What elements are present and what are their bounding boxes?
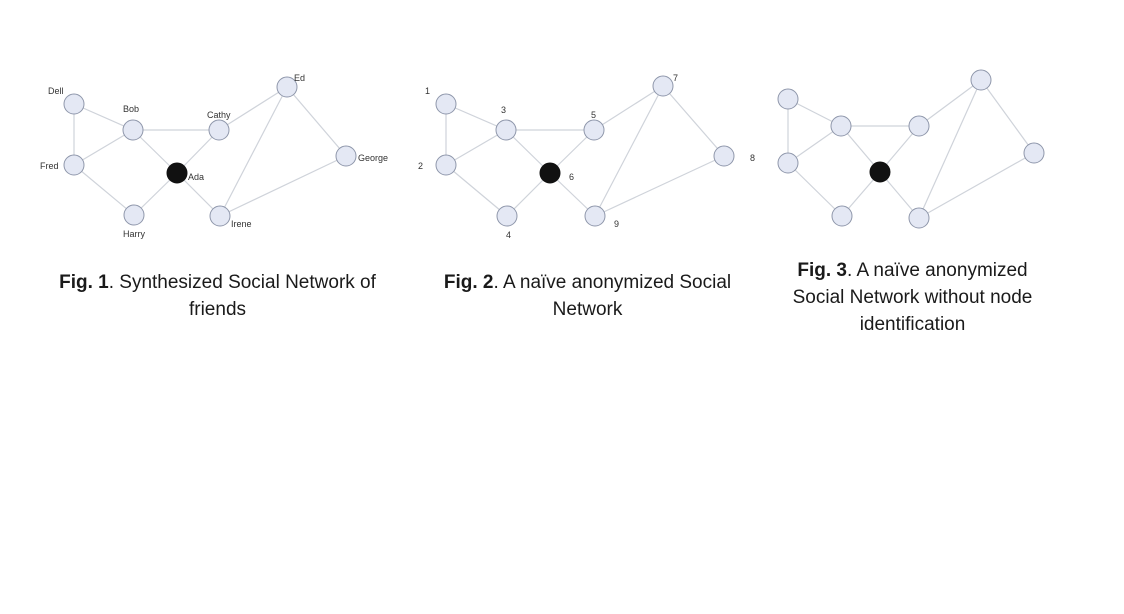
caption-fig3: Fig. 3. A naïve anonymized Social Networ…: [775, 257, 1050, 338]
node-n8: [713, 145, 735, 167]
edge-n5-n7: [593, 85, 664, 131]
node-label-ada: Ada: [188, 172, 204, 182]
node-bob: [122, 119, 144, 141]
edge-n2-n3: [445, 129, 507, 166]
edge-g-i: [918, 152, 1035, 219]
node-ed: [276, 76, 298, 98]
node-cathy: [208, 119, 230, 141]
edge-c-d: [787, 162, 843, 217]
edge-n2-n4: [445, 164, 508, 217]
node-label-n3: 3: [501, 105, 506, 115]
edge-h-g: [918, 79, 982, 219]
caption-label-fig3: Fig. 3: [797, 260, 847, 281]
edge-irene-george: [219, 155, 347, 217]
node-label-fred: Fred: [40, 161, 59, 171]
edge-fred-bob: [73, 129, 134, 166]
node-n3: [495, 119, 517, 141]
edge-n9-n8: [594, 155, 725, 217]
node-n6: [539, 162, 561, 184]
node-label-n8: 8: [750, 153, 755, 163]
node-irene: [209, 205, 231, 227]
graph-fig3: [0, 0, 1124, 255]
edge-cathy-ed: [218, 86, 288, 131]
node-label-n2: 2: [418, 161, 423, 171]
node-b: [830, 115, 852, 137]
node-f: [908, 115, 930, 137]
graph-fig2: 1 3 2 4 6 5 9 7 8: [0, 0, 800, 255]
node-label-harry: Harry: [123, 229, 145, 239]
node-ada: [166, 162, 188, 184]
node-c: [777, 152, 799, 174]
caption-fig2: Fig. 2. A naïve anonymized Social Networ…: [425, 269, 750, 323]
node-label-irene: Irene: [231, 219, 252, 229]
node-g: [908, 207, 930, 229]
graph-svg-fig3: [777, 69, 1045, 229]
edge-n7-n8: [662, 85, 725, 157]
node-n4: [496, 205, 518, 227]
node-fred: [63, 154, 85, 176]
caption-text-fig1: . Synthesized Social Network of friends: [108, 272, 376, 320]
node-george: [335, 145, 357, 167]
node-n9: [584, 205, 606, 227]
caption-text-fig3: . A naïve anonymized Social Network with…: [792, 260, 1033, 335]
edge-h-i: [980, 79, 1035, 154]
node-label-n6: 6: [569, 172, 574, 182]
caption-fig1: Fig. 1. Synthesized Social Network of fr…: [40, 269, 395, 323]
node-label-n9: 9: [614, 219, 619, 229]
caption-label-fig2: Fig. 2: [443, 272, 494, 293]
edge-n7-n9: [594, 85, 664, 217]
node-label-george: George: [358, 153, 388, 163]
node-a: [777, 88, 799, 110]
node-n2: [435, 154, 457, 176]
node-n7: [652, 75, 674, 97]
node-n5: [583, 119, 605, 141]
node-n1: [435, 93, 457, 115]
node-label-cathy: Cathy: [207, 110, 231, 120]
node-label-ed: Ed: [294, 73, 305, 83]
node-label-bob: Bob: [123, 104, 139, 114]
node-dell: [63, 93, 85, 115]
edge-f-h: [918, 79, 982, 127]
edge-ed-irene: [219, 86, 288, 217]
node-label-n1: 1: [425, 86, 430, 96]
node-e: [869, 161, 891, 183]
caption-text-fig2: . A naïve anonymized Social Network: [493, 272, 732, 320]
node-label-n4: 4: [506, 230, 511, 240]
edge-n1-n3: [445, 103, 507, 131]
graph-svg-fig2: 1 3 2 4 6 5 9 7 8: [418, 73, 755, 240]
node-label-dell: Dell: [48, 86, 64, 96]
node-label-n5: 5: [591, 110, 596, 120]
node-h: [970, 69, 992, 91]
node-i: [1023, 142, 1045, 164]
edge-fred-harry: [73, 164, 135, 216]
node-label-n7: 7: [673, 73, 678, 83]
edge-dell-bob: [73, 103, 134, 131]
node-d: [831, 205, 853, 227]
caption-label-fig1: Fig. 1: [59, 272, 109, 293]
edge-c-b: [787, 125, 842, 164]
node-harry: [123, 204, 145, 226]
edge-ed-george: [286, 86, 347, 157]
